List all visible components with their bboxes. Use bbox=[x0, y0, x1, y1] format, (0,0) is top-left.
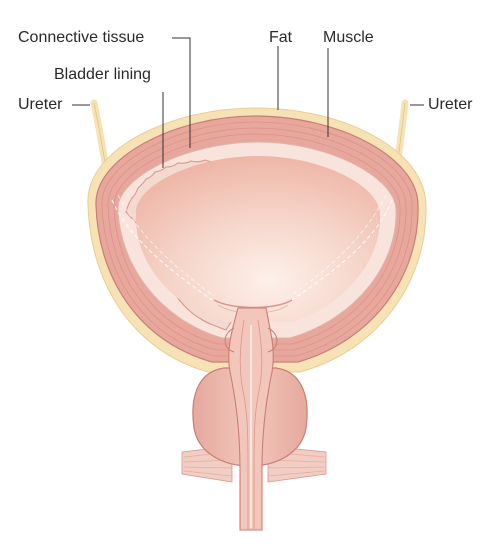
left-ureter-passage bbox=[111, 199, 213, 301]
connective-tissue-label: Connective tissue bbox=[18, 29, 145, 46]
right-ureter-passage bbox=[291, 199, 393, 301]
bladder-interior bbox=[135, 156, 381, 322]
leader-lines bbox=[72, 37, 424, 168]
bladder-lining-label: Bladder lining bbox=[54, 66, 151, 83]
ureter-right-label: Ureter bbox=[428, 96, 473, 113]
ureter-left-label: Ureter bbox=[18, 96, 63, 113]
muscle-label: Muscle bbox=[323, 29, 374, 46]
fat-label: Fat bbox=[269, 29, 293, 46]
